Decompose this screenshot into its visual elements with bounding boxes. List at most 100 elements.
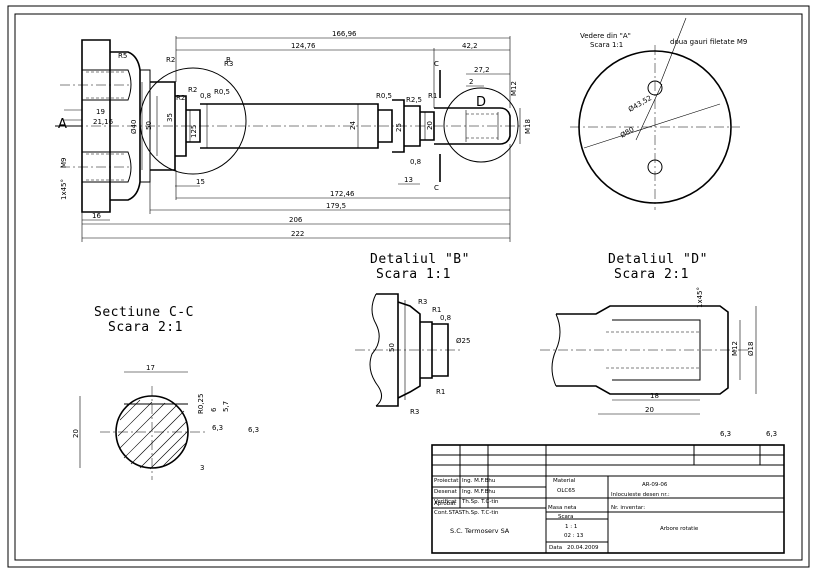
dim-42: 42,2 [462,42,478,50]
dim-179: 179,5 [326,202,346,210]
tb-role-4: Aprobat [434,501,457,507]
dim-r3: R3 [224,60,233,68]
dim-r05b: R0,5 [214,88,230,96]
tb-name-2: Th.Sp. T.C-tin [461,499,499,505]
dim-16: 16 [92,212,101,220]
dim-172: 172,46 [330,190,355,198]
detail-b-scale: Scara 1:1 [376,267,451,282]
dim-r05: R0,5 [376,92,392,100]
dim-125: 125 [190,125,198,138]
view-a-title: Vedere din "A" [580,32,631,40]
tb-role-3: Cont.STAS [434,510,463,516]
tb-drawing-number: AR-09-06 [642,482,668,488]
section-cc-63b: 6,3 [248,426,259,434]
detail-b: Detaliul "B" Scara 1:1 R3 R1 0,8 50 Ø25 … [355,252,470,416]
dim-19: 19 [96,108,105,116]
section-cc-17: 17 [146,364,155,372]
detail-b-r1: R1 [432,306,441,314]
detail-d-1x45: 1x45° [696,287,704,308]
view-a-scale: Scara 1:1 [590,41,623,49]
view-a-d43: Ø43,52 [627,94,653,114]
dim-13: 13 [404,176,413,184]
tb-inventory: Nr. inventar: [611,505,645,511]
detail-b-r3a: R3 [418,298,427,306]
dim-2116: 21,16 [93,118,114,126]
dim-15: 15 [196,178,205,186]
section-cc: Sectiune C-C Scara 2:1 17 20 R0,25 5,7 6… [72,305,259,480]
dim-r2c: R2 [188,86,197,94]
detail-d-scale: Scara 2:1 [614,267,689,282]
section-label-c-top: C [434,60,439,68]
detail-b-125: Ø25 [456,337,470,345]
section-cc-6: 6 [210,407,218,412]
detail-d-len20: 20 [645,406,654,414]
detail-label-d: D [476,95,486,110]
view-a: Vedere din "A" Scara 1:1 doua gauri file… [570,17,747,210]
inner-frame [14,13,803,561]
section-cc-3: 3 [200,464,204,472]
tb-scale-value: 1 : 1 [565,524,577,530]
view-a-note: doua gauri filetate M9 [670,38,747,46]
title-block [431,444,785,554]
tb-material-label: Material [553,478,576,484]
dim-166: 166,96 [332,30,357,38]
dim-50: 50 [145,121,153,130]
dim-m9: M9 [60,158,68,169]
tb-date-label: Data [549,545,562,551]
detail-d-63: 6,3 [720,430,731,438]
section-cc-57: 5,7 [222,401,230,412]
detail-b-08: 0,8 [440,314,451,322]
detail-b-r3b: R3 [410,408,419,416]
tb-role-2: Verificat [434,499,457,505]
section-label-c-bottom: C [434,184,439,192]
tb-role-1: Desenat [434,489,458,495]
dim-r2a: R2 [166,56,175,64]
dim-35: 35 [166,113,174,122]
tb-name-3: Th.Sp. T.C-tin [461,510,499,516]
tb-company: S.C. Termoserv SA [450,527,510,535]
detail-d-len18: 18 [650,392,659,400]
tb-role-0: Proiectat [434,478,459,484]
main-view-dimensions: 166,96 124,76 42,2 27,2 2 172,46 179,5 2… [58,30,532,238]
section-cc-63a: 6,3 [212,424,223,432]
detail-b-50: 50 [388,343,396,352]
dim-124: 124,76 [291,42,316,50]
dim-r25: R2,5 [406,96,422,104]
detail-label-b: B [226,56,231,64]
outer-frame [7,5,810,568]
tb-format: 02 : 13 [564,533,584,539]
dim-27: 27,2 [474,66,490,74]
title-block-text: Proiectat Ing. M.F.Bhu Desenat Ing. M.F.… [434,478,699,551]
detail-d-18: Ø18 [747,342,755,356]
dim-08b: 0,8 [410,158,421,166]
tb-name-0: Ing. M.F.Bhu [462,478,495,484]
tb-scale-label: Scara [558,514,574,520]
detail-d: Detaliul "D" Scara 2:1 1x45° M12 Ø18 18 … [540,252,757,438]
detail-b-title: Detaliul "B" [370,252,470,267]
dim-m18: M18 [524,119,532,134]
dim-222: 222 [291,230,304,238]
dim-r1: R1 [428,92,437,100]
view-a-d80: Ø80 [619,126,635,140]
section-cc-title: Sectiune C-C [94,305,194,320]
dim-r2b: R2 [176,94,185,102]
dim-r5: R5 [118,52,127,60]
tb-part-name: Arbore rotatie [660,526,699,532]
tb-date: 20.04.2009 [567,545,599,551]
dim-m12: M12 [510,81,518,96]
section-cc-r025: R0,25 [197,394,205,414]
dim-24: 24 [349,121,357,130]
detail-b-r1b: R1 [436,388,445,396]
tb-replaces: Inlocuieste desen nr.: [611,492,670,498]
tb-material: OLC65 [557,488,576,494]
detail-d-m12: M12 [731,341,739,356]
view-label-a: A [58,117,67,132]
dim-2: 2 [469,78,473,86]
dim-40: Ø40 [130,120,138,134]
detail-d-title: Detaliul "D" [608,252,708,267]
tb-mass-label: Masa neta [548,505,577,511]
section-cc-20: 20 [72,429,80,438]
tb-name-1: Ing. M.F.Bhu [462,489,495,495]
